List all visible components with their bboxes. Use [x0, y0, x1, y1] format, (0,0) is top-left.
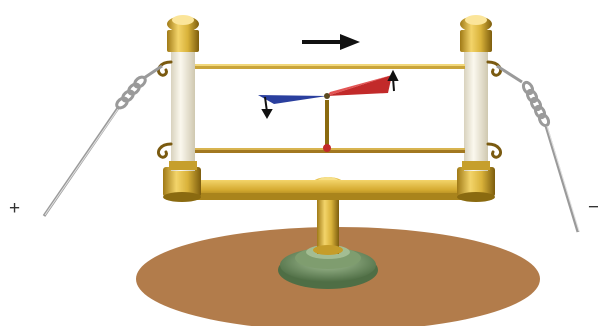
left-lead-wire — [44, 66, 162, 216]
frame-bottom-rail — [190, 180, 470, 200]
right-lead-wire — [497, 66, 579, 232]
arrow-right-icon — [302, 34, 360, 50]
negative-terminal-label: − — [588, 198, 598, 217]
spring-coil-icon — [115, 75, 147, 110]
spring-coil-icon — [522, 81, 551, 127]
hook-icon — [158, 62, 500, 157]
conductor-rods — [195, 64, 465, 153]
needle-pivot — [323, 100, 331, 152]
left-post — [163, 15, 201, 202]
positive-terminal-label: + — [9, 199, 20, 218]
magnetic-needle — [258, 75, 392, 104]
right-post — [457, 15, 495, 202]
